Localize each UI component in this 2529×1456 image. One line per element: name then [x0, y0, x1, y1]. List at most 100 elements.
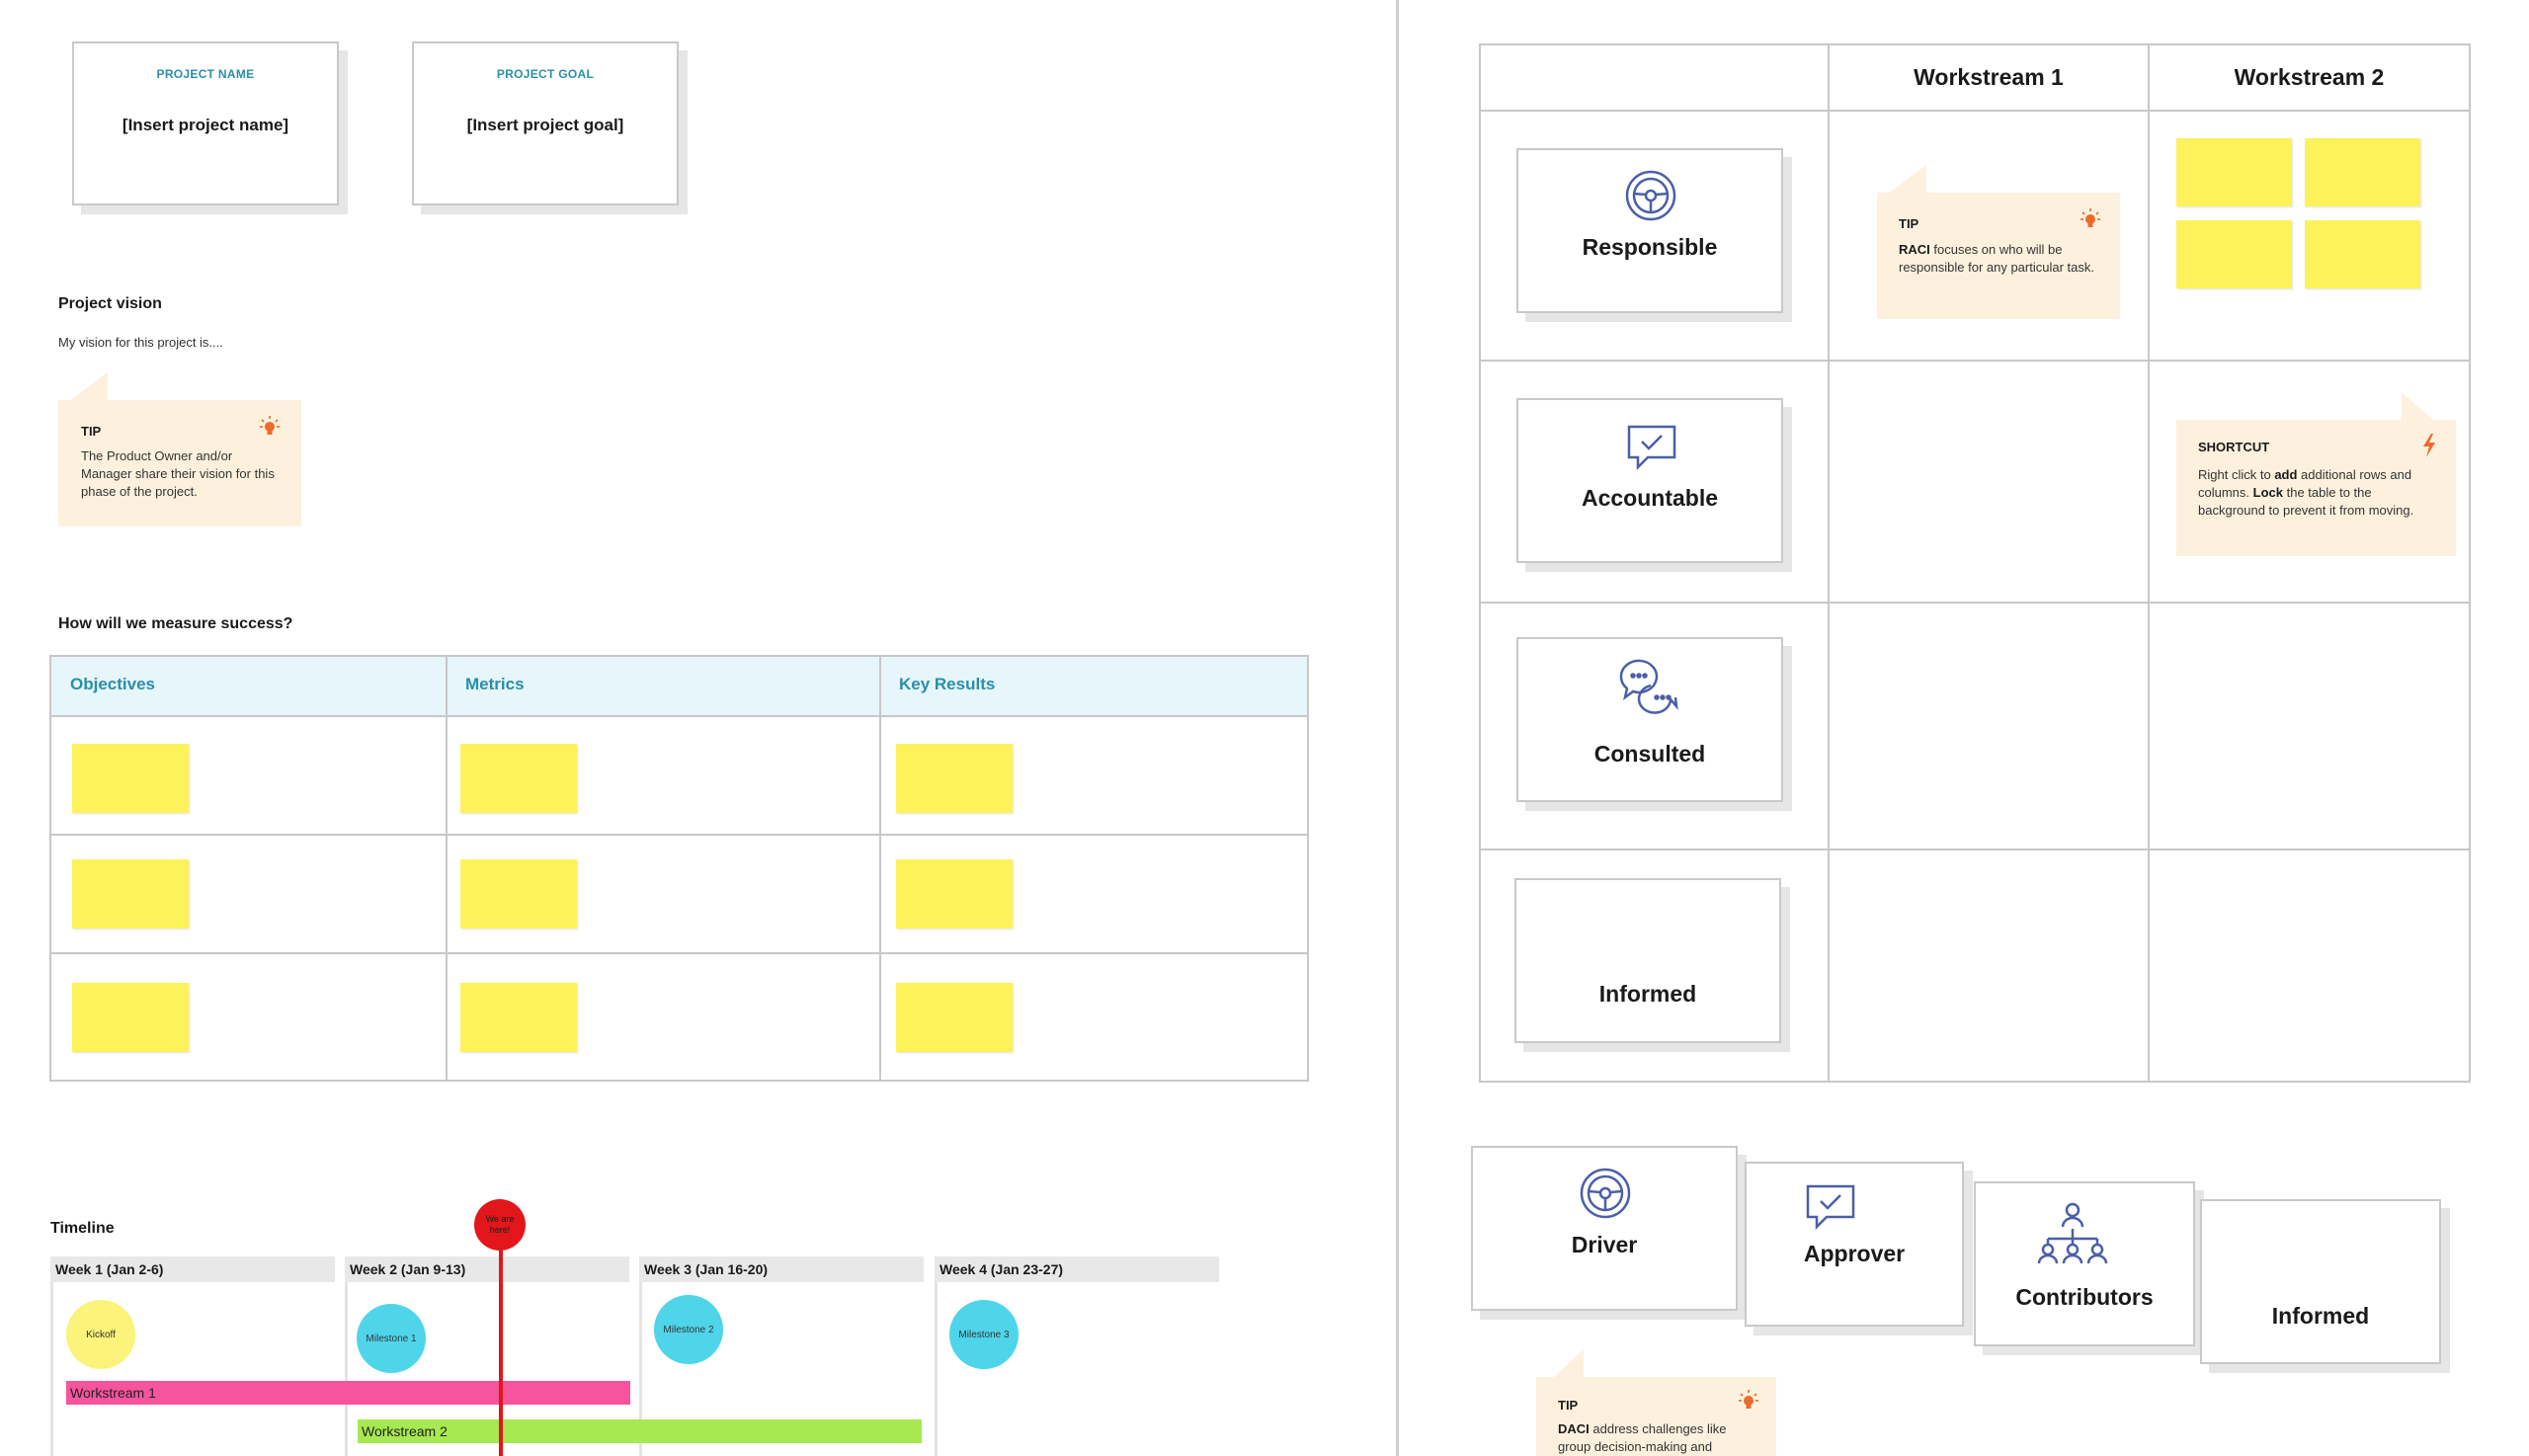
raci-role-consulted[interactable]: Consulted [1516, 637, 1783, 802]
lightbulb-icon [2080, 208, 2100, 227]
daci-card-approver[interactable]: Approver [1745, 1162, 1964, 1327]
raci-col-workstream-1: Workstream 1 [1914, 64, 2064, 90]
raci-divider [1828, 45, 1830, 1081]
tip-notch [1889, 165, 1926, 193]
project-vision-heading: Project vision [58, 295, 162, 312]
okr-divider [446, 657, 448, 1080]
sticky-note[interactable] [460, 983, 577, 1052]
milestone-1[interactable]: Milestone 1 [357, 1304, 426, 1373]
timeline-heading: Timeline [50, 1220, 115, 1237]
approval-check-icon [1806, 1184, 1855, 1231]
shortcut-tip: SHORTCUT Right click to add additional r… [2176, 392, 2456, 556]
team-hierarchy-icon [2037, 1202, 2108, 1264]
sticky-note[interactable] [896, 859, 1013, 929]
kickoff-milestone[interactable]: Kickoff [66, 1300, 135, 1369]
raci-table[interactable]: Workstream 1 Workstream 2 [1479, 43, 2471, 1083]
shortcut-bold: Lock [2252, 485, 2283, 500]
daci-card-label: Approver [1803, 1241, 1906, 1266]
workstream-1-bar[interactable]: Workstream 1 [66, 1381, 630, 1405]
raci-role-label: Informed [1598, 981, 1697, 1007]
vision-tip-title: TIP [81, 424, 102, 439]
raci-divider [1481, 849, 2469, 850]
raci-tip-bold: RACI [1899, 242, 1930, 257]
raci-role-label: Accountable [1581, 485, 1719, 511]
sticky-note[interactable] [460, 859, 577, 929]
okr-col-metrics: Metrics [465, 675, 525, 693]
sticky-note[interactable] [2176, 138, 2292, 206]
daci-tip-bold: DACI [1558, 1421, 1590, 1436]
week-2-header: Week 2 (Jan 9-13) [345, 1256, 629, 1282]
sticky-note[interactable] [72, 859, 189, 929]
week-lane-line [345, 1282, 348, 1456]
week-lane-line [639, 1282, 642, 1456]
project-goal-card[interactable]: PROJECT GOAL [Insert project goal] [412, 41, 679, 205]
tip-notch [70, 372, 108, 400]
raci-role-accountable[interactable]: Accountable [1516, 398, 1783, 563]
sticky-note[interactable] [2176, 220, 2292, 288]
raci-role-responsible[interactable]: Responsible [1516, 148, 1783, 313]
sticky-note[interactable] [2305, 220, 2420, 288]
project-goal-value[interactable]: [Insert project goal] [466, 116, 624, 134]
okr-divider [51, 834, 1307, 836]
week-lane-line [935, 1282, 938, 1456]
shortcut-tip-title: SHORTCUT [2198, 440, 2270, 454]
project-name-caption: PROJECT NAME [156, 67, 255, 81]
milestone-3[interactable]: Milestone 3 [949, 1300, 1019, 1369]
shortcut-text: Right click to [2198, 467, 2275, 482]
workstream-2-bar[interactable]: Workstream 2 [358, 1419, 922, 1443]
project-vision-text[interactable]: My vision for this project is.... [58, 335, 223, 350]
lightbulb-icon [1739, 1390, 1758, 1409]
current-position-line [499, 1245, 503, 1456]
raci-tip-title: TIP [1899, 216, 1919, 231]
sticky-note[interactable] [72, 983, 189, 1052]
daci-card-label: Driver [1571, 1232, 1638, 1257]
raci-tip-text: focuses on who will be responsible for a… [1899, 242, 2094, 275]
raci-tip-body: RACI focuses on who will be responsible … [1899, 241, 2101, 277]
week-1-header: Week 1 (Jan 2-6) [50, 1256, 335, 1282]
okr-table[interactable]: Objectives Metrics Key Results [49, 655, 1309, 1082]
daci-card-label: Informed [2271, 1303, 2370, 1329]
okr-col-key-results: Key Results [899, 675, 996, 693]
shortcut-tip-body: Right click to add additional rows and c… [2198, 466, 2441, 520]
sticky-note[interactable] [896, 744, 1013, 813]
sticky-note[interactable] [460, 744, 577, 813]
raci-divider [1481, 360, 2469, 362]
raci-divider [1481, 110, 2469, 112]
daci-tip-text: address challenges like group decision-m… [1558, 1421, 1727, 1454]
tip-notch [2402, 392, 2433, 420]
project-name-card[interactable]: PROJECT NAME [Insert project name] [72, 41, 339, 205]
board-divider [1396, 0, 1399, 1456]
lightbulb-icon [260, 416, 280, 435]
vision-tip-body: The Product Owner and/or Manager share t… [81, 448, 275, 499]
project-goal-caption: PROJECT GOAL [496, 67, 595, 81]
steering-wheel-icon [1625, 170, 1676, 221]
okr-divider [879, 657, 881, 1080]
speech-bubbles-icon [1619, 659, 1678, 714]
daci-card-label: Contributors [2015, 1284, 2154, 1310]
daci-tip-body: DACI address challenges like group decis… [1558, 1420, 1760, 1456]
raci-role-label: Consulted [1593, 741, 1706, 767]
project-name-value[interactable]: [Insert project name] [122, 116, 289, 134]
daci-tip-title: TIP [1558, 1398, 1579, 1413]
success-heading: How will we measure success? [58, 615, 293, 632]
sticky-note[interactable] [72, 744, 189, 813]
raci-role-label: Responsible [1582, 234, 1718, 260]
shortcut-bold: add [2274, 467, 2298, 482]
okr-col-objectives: Objectives [70, 675, 155, 693]
sticky-note[interactable] [896, 983, 1013, 1052]
raci-role-informed[interactable]: Informed [1514, 878, 1781, 1043]
we-are-here-marker[interactable]: We are here! [474, 1199, 526, 1251]
sticky-note[interactable] [2305, 138, 2420, 206]
daci-card-driver[interactable]: Driver [1471, 1146, 1738, 1311]
raci-divider [1481, 602, 2469, 604]
tip-notch [1554, 1349, 1584, 1377]
vision-tip: TIP The Product Owner and/or Manager sha… [58, 372, 301, 526]
okr-header-row [51, 657, 1307, 717]
milestone-2[interactable]: Milestone 2 [654, 1295, 723, 1364]
shortcut-text: the table to the background to prevent i… [2198, 485, 2414, 518]
daci-card-informed[interactable]: Informed [2200, 1199, 2441, 1364]
steering-wheel-icon [1580, 1168, 1631, 1219]
daci-tip: TIP DACI address challenges like group d… [1536, 1349, 1776, 1456]
daci-card-contributors[interactable]: Contributors [1974, 1181, 2195, 1346]
okr-divider [51, 952, 1307, 954]
